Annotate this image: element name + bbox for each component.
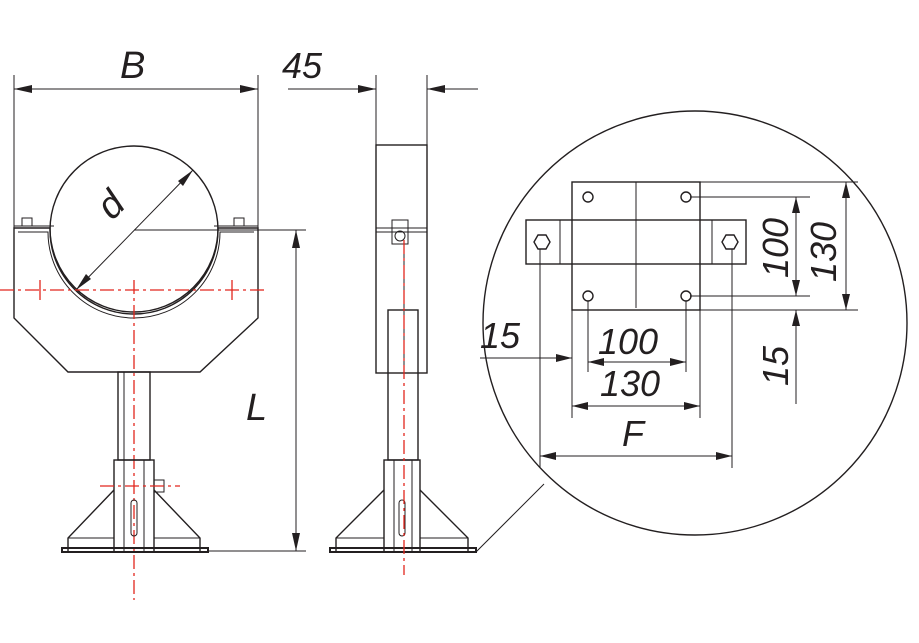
plate-hole [680,290,692,302]
dim-label-L: L [246,387,267,429]
dim-label-d: d [89,182,135,228]
dim-label-F: F [622,413,646,454]
clamp-body [13,227,259,373]
plate-hole [680,191,692,203]
bolt-left [21,217,33,227]
side-post-lower [383,459,421,553]
detail-circle [482,110,908,536]
dim-label-130-horizontal: 130 [600,363,660,404]
side-view: 45 [282,45,545,575]
front-view: B d [0,45,306,600]
hex-nut [533,234,551,250]
detail-view: 100 130 15 15 100 130 F [480,110,908,536]
hex-nut [721,234,739,250]
plate-hole [582,191,594,203]
side-base-plate [329,547,477,553]
dim-label-15-right: 15 [755,345,796,386]
bolt-right [233,217,245,227]
side-post-upper [387,309,419,461]
dim-label-130-vertical: 130 [803,222,844,282]
base-plate [61,547,209,553]
dim-label-100-vertical: 100 [755,218,796,278]
dim-label-100-horizontal: 100 [598,321,658,362]
plate-hole [582,290,594,302]
dim-label-45: 45 [282,45,323,86]
dim-label-B: B [120,45,145,87]
side-clamp-block [375,144,428,374]
clamp-bar [525,219,747,265]
dim-label-15-left: 15 [480,315,521,356]
